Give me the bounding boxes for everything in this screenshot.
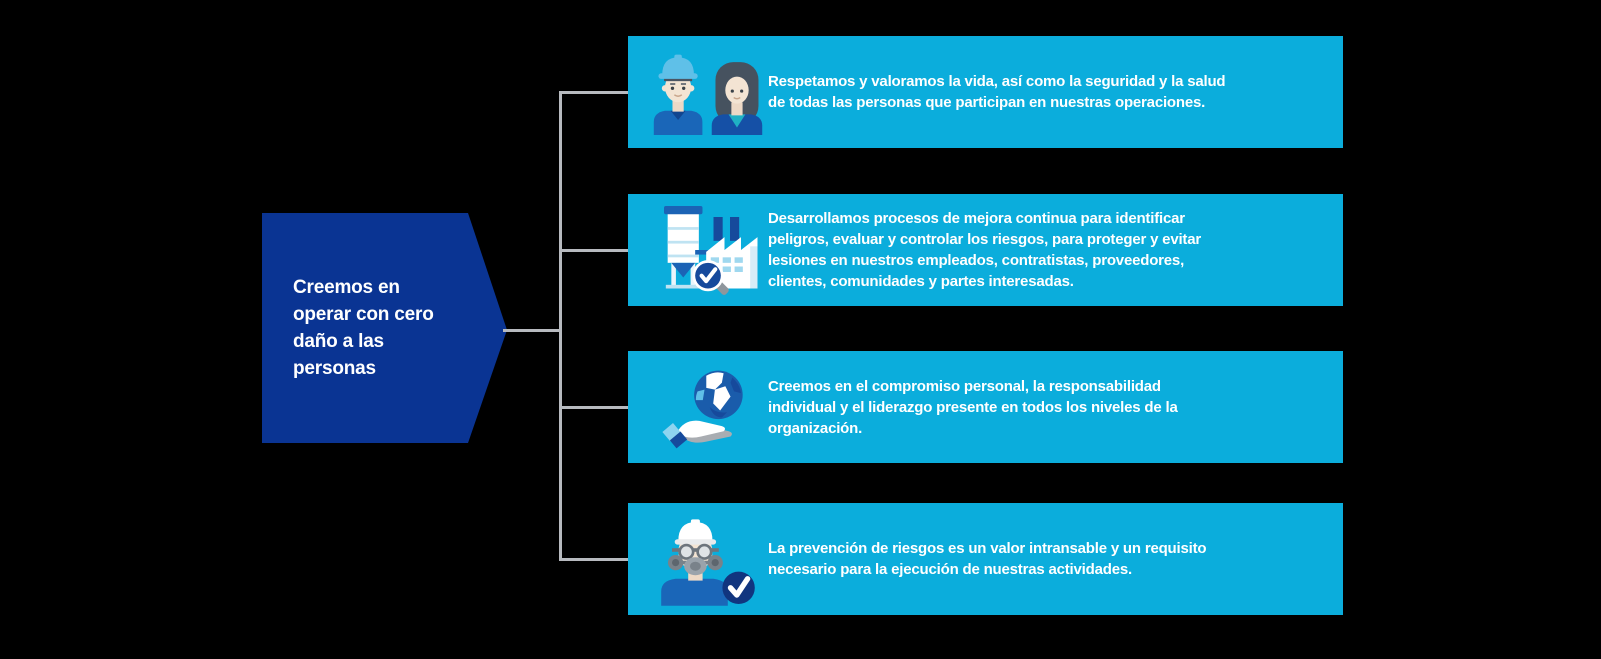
value-box-respect-life-text: Respetamos y valoramos la vida, así como… bbox=[768, 73, 1226, 111]
connector-vertical-line bbox=[559, 91, 562, 561]
connector-branch-1 bbox=[560, 91, 629, 94]
respirator-worker-icon-svg bbox=[661, 519, 755, 606]
value-box-respect-life: Respetamos y valoramos la vida, así como… bbox=[628, 36, 1343, 148]
connector-branch-2 bbox=[560, 249, 629, 252]
workers-pair-icon-svg bbox=[653, 54, 763, 135]
connector-branch-3 bbox=[560, 406, 629, 409]
value-box-continuous-improvement: Desarrollamos procesos de mejora continu… bbox=[628, 194, 1343, 306]
value-box-commitment-leadership-text: Creemos en el compromiso personal, la re… bbox=[768, 377, 1178, 437]
value-box-commitment-leadership: Creemos en el compromiso personal, la re… bbox=[628, 351, 1343, 463]
factory-inspection-icon bbox=[648, 202, 768, 298]
root-node-label: Creemos en operar con cero daño a las pe… bbox=[293, 277, 434, 379]
factory-inspection-icon-svg bbox=[664, 206, 758, 295]
workers-pair-icon bbox=[648, 49, 768, 135]
globe-hand-icon bbox=[648, 361, 768, 453]
globe-hand-icon-svg bbox=[662, 370, 743, 449]
value-box-risk-prevention: La prevención de riesgos es un valor int… bbox=[628, 503, 1343, 615]
connector-branch-4 bbox=[560, 558, 629, 561]
respirator-worker-icon bbox=[648, 512, 768, 606]
root-node: Creemos en operar con cero daño a las pe… bbox=[262, 213, 507, 443]
value-box-risk-prevention-text: La prevención de riesgos es un valor int… bbox=[768, 540, 1207, 578]
value-box-continuous-improvement-text: Desarrollamos procesos de mejora continu… bbox=[768, 210, 1202, 290]
connector-root-stem bbox=[503, 329, 561, 332]
